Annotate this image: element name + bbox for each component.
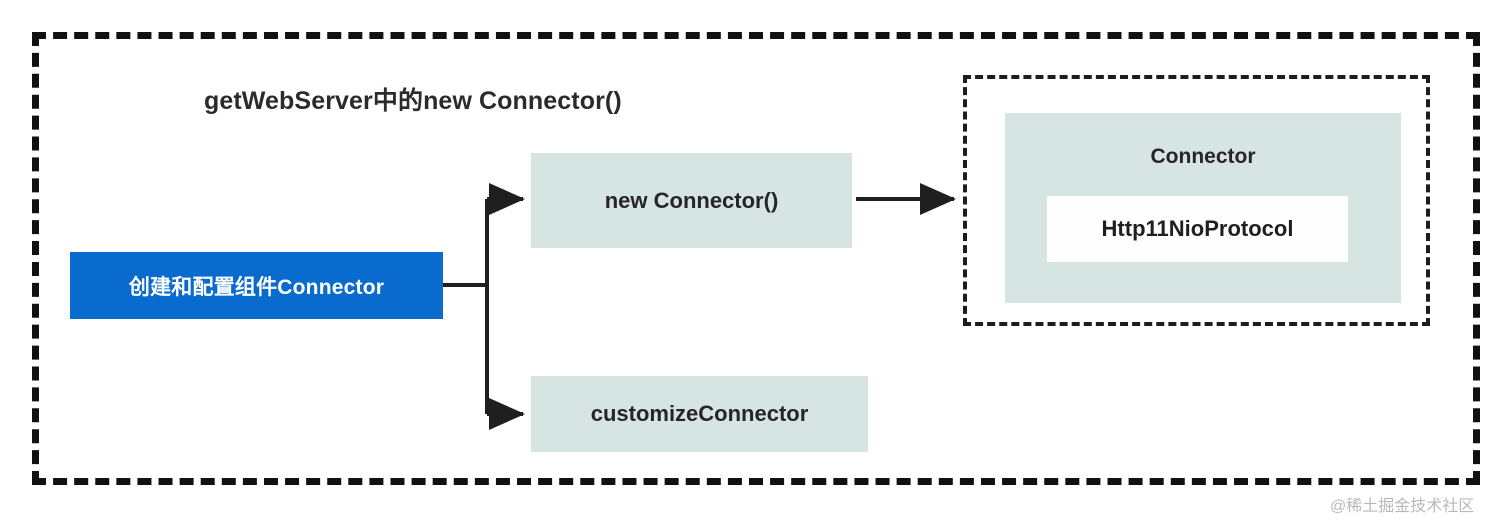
node-customize-connector[interactable]: customizeConnector (531, 376, 868, 452)
node-create-configure-connector[interactable]: 创建和配置组件Connector (70, 252, 443, 319)
node-new-connector[interactable]: new Connector() (531, 153, 852, 248)
page-title: getWebServer中的new Connector() (204, 87, 622, 115)
node-connector-label: Connector (1150, 145, 1256, 168)
watermark-text: @稀土掘金技术社区 (1330, 498, 1475, 515)
node-http11nioprotocol[interactable]: Http11NioProtocol (1047, 196, 1348, 262)
